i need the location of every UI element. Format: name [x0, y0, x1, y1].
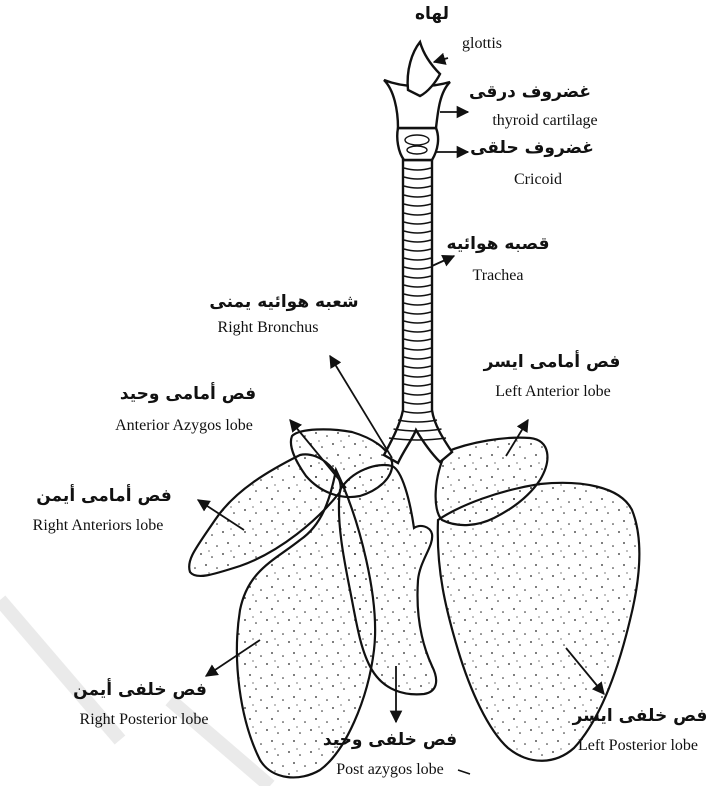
anterior-azygos-label-ar: فص أمامى وحيد — [120, 386, 256, 403]
left-anterior-label-ar: فص أمامى ايسر — [484, 354, 621, 371]
right-anterior-label-ar: فص أمامى أيمن — [36, 488, 172, 505]
left-posterior-label-en: Left Posterior lobe — [578, 738, 698, 754]
left-anterior-label-en: Left Anterior lobe — [495, 384, 611, 400]
trachea-ring — [389, 438, 446, 440]
cricoid-label-ar: غضروف حلقى — [470, 140, 594, 157]
glottis-arrow — [434, 58, 448, 62]
right-bronchus-label-en: Right Bronchus — [218, 320, 319, 336]
cricoid-cartilage — [397, 128, 438, 160]
trachea-label-ar: قصبه هوائيه — [447, 236, 550, 253]
anterior-azygos-label-en: Anterior Azygos lobe — [115, 418, 253, 434]
left-posterior-label-ar: فص خلفى ايسر — [573, 708, 708, 725]
right-posterior-label-ar: فص خلفى أيمن — [73, 682, 207, 699]
cricoid-label-en: Cricoid — [514, 172, 562, 188]
trachea-label-en: Trachea — [473, 268, 524, 284]
post-azygos-label-en: Post azygos lobe — [336, 762, 444, 778]
post-azygos-label-ar: فص خلفى وحيد — [323, 732, 457, 749]
right-posterior-label-en: Right Posterior lobe — [80, 712, 209, 728]
right-bronchus-label-ar: شعبه هوائيه يمنى — [209, 294, 358, 311]
label-bracket — [458, 770, 470, 774]
right-anterior-label-en: Right Anteriors lobe — [33, 518, 164, 534]
glottis-label-en: glottis — [462, 36, 502, 52]
thyroid-label-ar: غضروف درقى — [469, 84, 591, 101]
glottis-label-ar: لهاه — [415, 6, 449, 23]
trachea-arrow — [432, 256, 454, 266]
thyroid-label-en: thyroid cartilage — [492, 113, 597, 129]
